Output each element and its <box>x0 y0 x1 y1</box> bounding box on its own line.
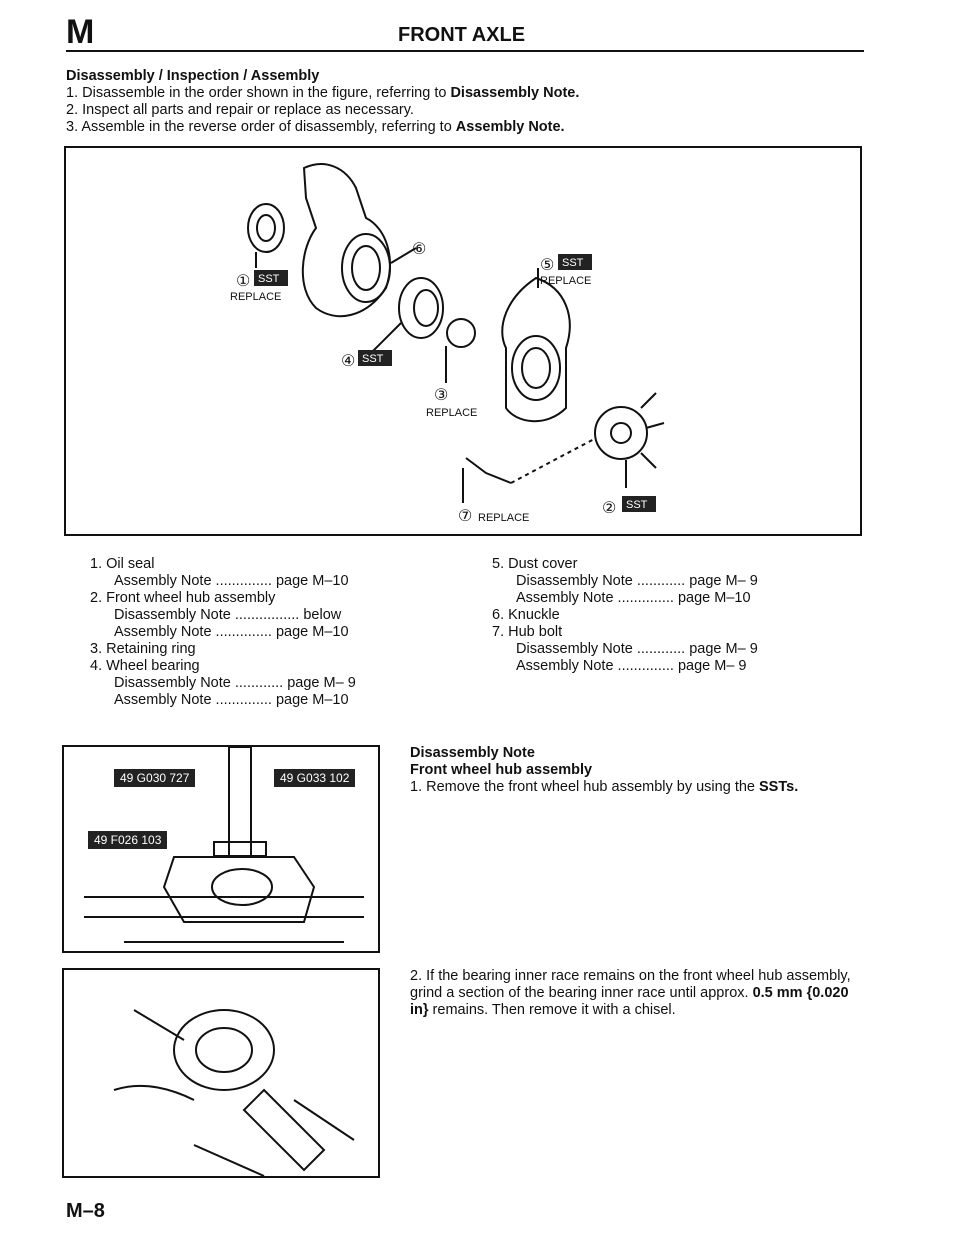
page-title: FRONT AXLE <box>398 24 526 46</box>
parts-row: Assembly Note .............. page M–10 <box>114 624 349 640</box>
intro-step-3-text: 3. Assemble in the reverse order of disa… <box>66 119 456 135</box>
intro-instructions: Disassembly / Inspection / Assembly 1. D… <box>66 68 866 136</box>
note-step-1: 1. Remove the front wheel hub assembly b… <box>410 779 880 796</box>
parts-list-right: 5. Dust cover Disassembly Note .........… <box>492 556 872 675</box>
intro-step-3-ref: Assembly Note. <box>455 119 565 135</box>
exploded-view-figure: ① ② ③ ④ ⑤ ⑥ ⑦ SST SST SST SST REPLACE RE… <box>64 146 862 536</box>
parts-row: Assembly Note .............. page M–10 <box>114 573 349 589</box>
chisel-removal-figure <box>62 968 380 1178</box>
sst-tag-1: SST <box>258 273 280 285</box>
page-number: M–8 <box>66 1200 105 1222</box>
sst-tag-5: SST <box>562 257 584 269</box>
parts-row: Disassembly Note ............ page M– 9 <box>114 675 356 691</box>
parts-row: Assembly Note .............. page M–10 <box>114 692 349 708</box>
sst-tag-49g033102: 49 G033 102 <box>274 769 356 787</box>
section-letter: M <box>66 13 95 51</box>
parts-row: Assembly Note .............. page M–10 <box>516 590 751 606</box>
wheel-bearing-drawing <box>398 277 444 339</box>
dust-cover-drawing <box>501 276 571 423</box>
sst-tag-4: SST <box>362 353 384 365</box>
intro-heading: Disassembly / Inspection / Assembly <box>66 68 320 84</box>
replace-label-5: REPLACE <box>540 275 591 287</box>
sst-removal-drawing <box>84 746 364 943</box>
parts-row: Disassembly Note ............ page M– 9 <box>516 641 758 657</box>
disassembly-note: Disassembly Note Front wheel hub assembl… <box>410 745 880 796</box>
parts-row: 7. Hub bolt <box>492 624 563 640</box>
intro-step-1-ref: Disassembly Note. <box>450 85 580 101</box>
parts-row: Disassembly Note ............ page M– 9 <box>516 573 758 589</box>
note-heading: Disassembly Note <box>410 745 535 761</box>
sst-tag-49g030727: 49 G030 727 <box>114 769 196 787</box>
parts-row: 5. Dust cover <box>492 556 578 572</box>
note-step-1-text: 1. Remove the front wheel hub assembly b… <box>410 779 759 795</box>
parts-list-left: 1. Oil seal Assembly Note ..............… <box>90 556 470 709</box>
intro-step-1: 1. Disassemble in the order shown in the… <box>66 85 866 102</box>
exploded-view-drawing: ① ② ③ ④ ⑤ ⑥ ⑦ SST SST SST SST REPLACE RE… <box>230 163 665 525</box>
note-step-2: 2. If the bearing inner race remains on … <box>410 968 860 1019</box>
sst-tag-49f026103: 49 F026 103 <box>88 831 168 849</box>
parts-row: 3. Retaining ring <box>90 641 196 657</box>
parts-row: Disassembly Note ................ below <box>114 607 342 623</box>
parts-row: Assembly Note .............. page M– 9 <box>516 658 747 674</box>
callout-6: ⑥ <box>412 241 426 258</box>
replace-label-7: REPLACE <box>478 512 529 524</box>
retaining-ring-drawing <box>446 318 476 348</box>
parts-row: 6. Knuckle <box>492 607 560 623</box>
callout-5: ⑤ <box>540 257 554 274</box>
hub-assembly-drawing <box>594 406 648 460</box>
note-subheading: Front wheel hub assembly <box>410 762 593 778</box>
hub-bolt-drawing <box>465 457 512 484</box>
note-step-2-text: 2. If the bearing inner race remains on … <box>410 968 851 1001</box>
parts-row: 1. Oil seal <box>90 556 155 572</box>
note-step-1-ref: SSTs. <box>759 779 799 795</box>
chisel-removal-drawing <box>113 1009 355 1177</box>
parts-row: 2. Front wheel hub assembly <box>90 590 276 606</box>
intro-step-1-text: 1. Disassemble in the order shown in the… <box>66 85 451 101</box>
callout-4: ④ <box>341 353 355 370</box>
replace-label-1: REPLACE <box>230 291 281 303</box>
replace-label-3: REPLACE <box>426 407 477 419</box>
intro-step-2: 2. Inspect all parts and repair or repla… <box>66 102 414 118</box>
note-step-2-spec: 0.5 mm {0.020 in} <box>410 985 849 1018</box>
note-step-2-text-end: remains. Then remove it with a chisel. <box>428 1002 676 1018</box>
header-divider <box>66 50 864 52</box>
callout-2: ② <box>602 500 616 517</box>
intro-step-3: 3. Assemble in the reverse order of disa… <box>66 119 866 136</box>
callout-1: ① <box>236 273 250 290</box>
sst-tag-2: SST <box>626 499 648 511</box>
parts-row: 4. Wheel bearing <box>90 658 200 674</box>
callout-7: ⑦ <box>458 508 472 525</box>
oil-seal-drawing <box>247 203 285 253</box>
knuckle-drawing <box>301 163 391 318</box>
callout-3: ③ <box>434 387 448 404</box>
sst-removal-figure: 49 G030 727 49 G033 102 49 F026 103 <box>62 745 380 953</box>
